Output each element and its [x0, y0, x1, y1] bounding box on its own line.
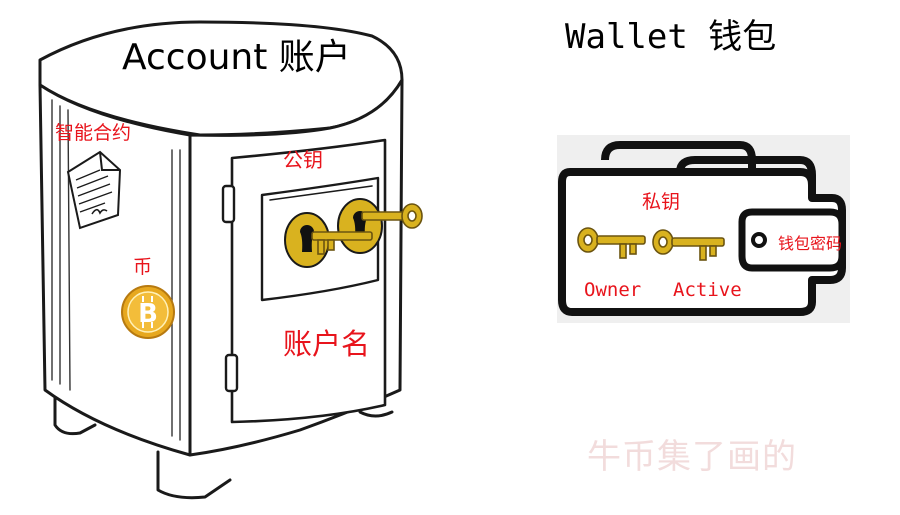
- smart-contract-label: 智能合约: [55, 122, 132, 144]
- coin-label: 币: [133, 256, 153, 278]
- watermark: 牛币集了画的: [587, 437, 797, 477]
- svg-text:B: B: [138, 299, 158, 329]
- active-key-label: Active: [673, 279, 742, 301]
- account-name-label: 账户名: [283, 327, 371, 361]
- account-title: Account 账户: [122, 37, 351, 78]
- wallet-password-label: 钱包密码: [778, 234, 843, 253]
- public-key-label: 公钥: [283, 148, 323, 172]
- owner-key-label: Owner: [584, 279, 642, 301]
- bitcoin-coin-icon: B: [121, 285, 175, 339]
- wallet-title: Wallet 钱包: [565, 17, 777, 57]
- private-key-label: 私钥: [642, 191, 681, 213]
- safe-icon: [38, 20, 404, 500]
- document-icon: [66, 150, 122, 230]
- key-icon: [311, 203, 423, 255]
- key-icon: [577, 227, 725, 261]
